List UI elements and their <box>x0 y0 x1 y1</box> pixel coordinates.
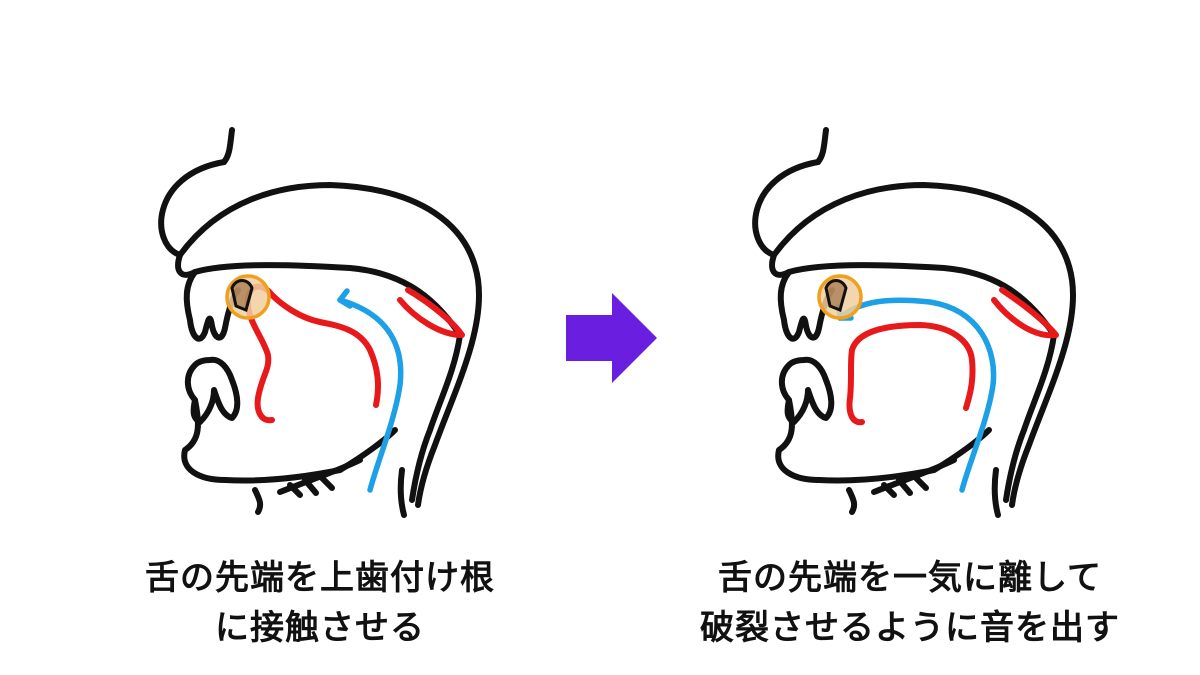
step-caption-left: 舌の先端を上歯付け根 に接触させる <box>130 553 510 653</box>
caption-line: 舌の先端を一気に離して <box>680 553 1140 603</box>
caption-line: 舌の先端を上歯付け根 <box>130 553 510 603</box>
caption-line: 破裂させるように音を出す <box>680 603 1140 653</box>
right-arrow-icon <box>566 293 657 383</box>
velum-right <box>994 290 1056 335</box>
caption-line: に接触させる <box>130 603 510 653</box>
step-caption-right: 舌の先端を一気に離して 破裂させるように音を出す <box>680 553 1140 653</box>
tongue-right <box>850 325 973 422</box>
velum-left <box>400 290 462 335</box>
airflow-arrowhead-left <box>340 291 350 306</box>
